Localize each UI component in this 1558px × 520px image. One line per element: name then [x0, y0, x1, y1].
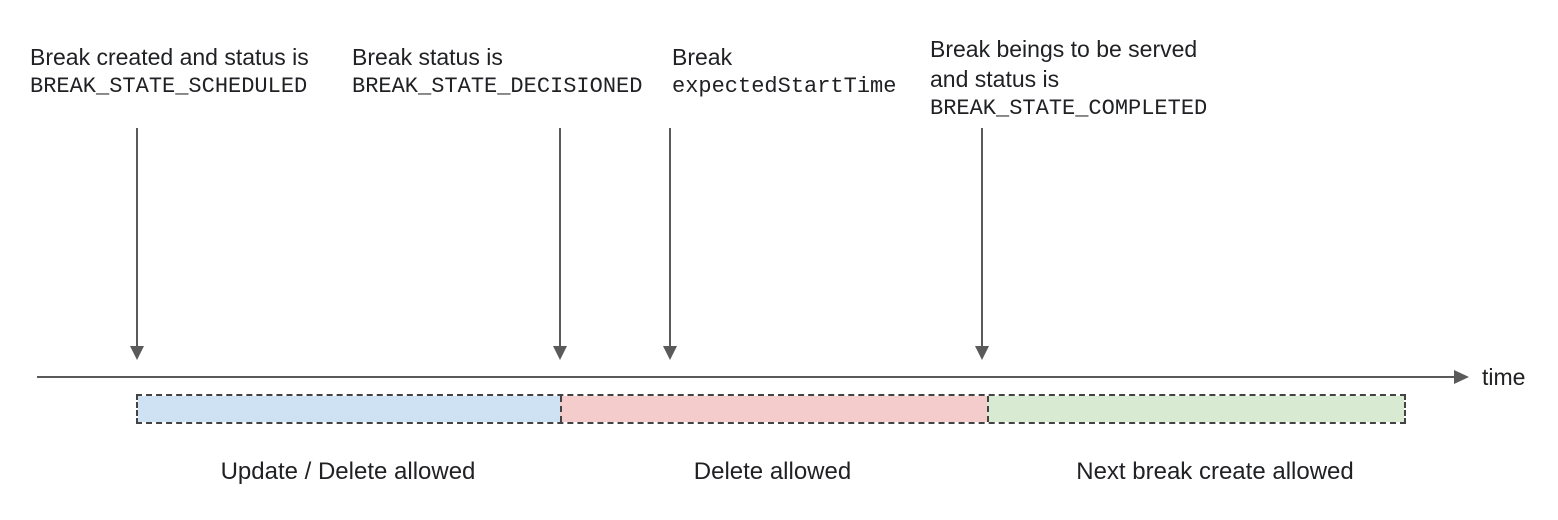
completed-marker-arrow-icon	[975, 128, 989, 360]
annotation-break-decisioned: Break status is BREAK_STATE_DECISIONED	[352, 42, 642, 102]
label-next-break-create-allowed: Next break create allowed	[1076, 458, 1354, 485]
annotation-break-scheduled: Break created and status is BREAK_STATE_…	[30, 42, 309, 102]
annotation-break-scheduled-text: Break created and status is	[30, 44, 309, 70]
label-update-delete-allowed: Update / Delete allowed	[220, 458, 476, 485]
annotation-expected-start-time-code: expectedStartTime	[672, 74, 897, 99]
segment-delete-allowed	[560, 396, 987, 422]
annotation-break-completed: Break beings to be served and status is …	[930, 34, 1207, 124]
annotation-break-decisioned-text: Break status is	[352, 44, 503, 70]
expected-start-time-marker-arrow-icon	[663, 128, 677, 360]
time-axis-label: time	[1482, 364, 1526, 390]
annotation-break-scheduled-code: BREAK_STATE_SCHEDULED	[30, 74, 308, 99]
time-axis-arrow-icon	[37, 370, 1469, 384]
annotation-expected-start-time-text: Break	[672, 44, 733, 70]
timeline-band	[136, 394, 1406, 424]
segment-next-break-create-allowed	[987, 396, 1404, 422]
annotation-break-decisioned-code: BREAK_STATE_DECISIONED	[352, 74, 643, 99]
annotation-expected-start-time: Break expectedStartTime	[672, 42, 896, 102]
annotation-break-completed-code: BREAK_STATE_COMPLETED	[930, 96, 1208, 121]
annotation-break-completed-text-line1: Break beings to be served	[930, 36, 1198, 62]
label-delete-allowed: Delete allowed	[693, 458, 852, 485]
decisioned-marker-arrow-icon	[553, 128, 567, 360]
segment-update-delete-allowed	[138, 396, 560, 422]
scheduled-marker-arrow-icon	[130, 128, 144, 360]
annotation-break-completed-text-line2: and status is	[930, 66, 1060, 92]
